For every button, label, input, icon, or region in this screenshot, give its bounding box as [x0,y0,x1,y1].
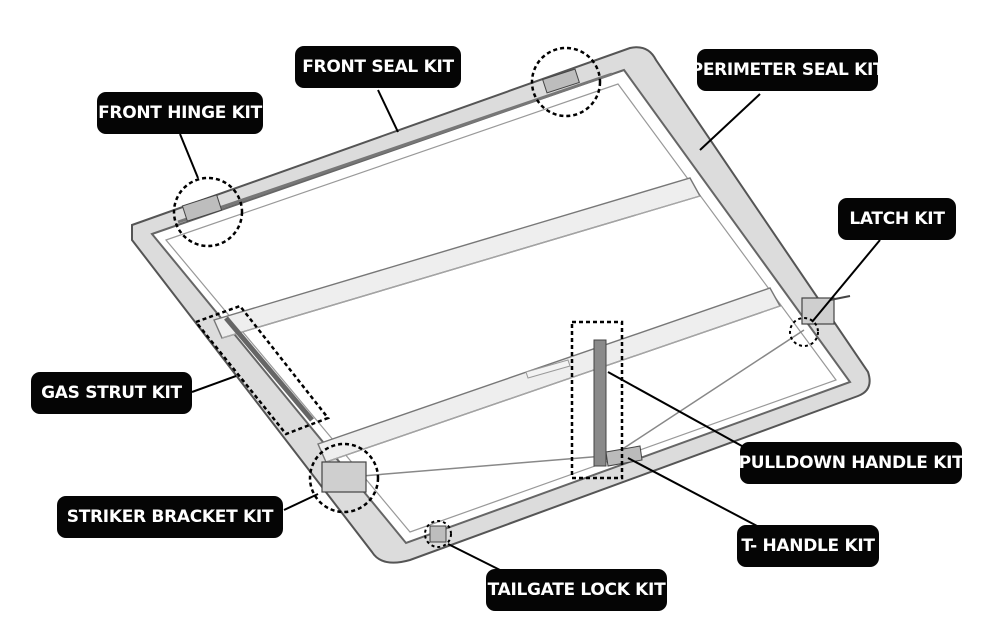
front-right-hinge-circle [530,46,602,118]
gas-strut-kit-label: GAS STRUT KIT [31,372,192,414]
leader-pulldown-handle [607,371,761,457]
front-right-hinge-hardware [542,68,580,94]
cable-left [361,455,605,477]
latch-circle [789,317,819,347]
leader-t-handle [627,457,777,537]
inner-rail [164,83,837,533]
leader-front-seal [377,89,399,133]
front-hinge-hardware [181,194,223,222]
cross-bow-rear-edge [325,305,781,463]
perimeter-seal-kit-label: PERIMETER SEAL KIT [691,49,885,91]
pulldown-handle-bar [593,339,607,467]
center-plate [525,359,571,379]
t-handle-kit-label: T- HANDLE KIT [737,525,879,567]
leader-striker [283,493,319,511]
pulldown-handle-kit-label: PULLDOWN HANDLE KIT [739,442,964,484]
cross-bow-front-edge [221,195,701,339]
latch-kit-label: LATCH KIT [838,198,956,240]
front-seal-strip [177,72,613,224]
gas-strut-arm [224,316,314,422]
leader-latch [811,239,881,323]
striker-circle [308,442,380,514]
latch-hardware [801,295,851,325]
front-seal-kit-label: FRONT SEAL KIT [295,46,461,88]
leader-perimeter-seal [699,93,761,151]
striker-hardware [321,461,367,493]
striker-bracket-kit-label: STRIKER BRACKET KIT [57,496,283,538]
gas-strut-dashed-box [193,304,331,436]
cable-right [617,329,805,453]
front-hinge-kit-label: FRONT HINGE KIT [97,92,263,134]
tailgate-lock-kit-label: TAILGATE LOCK KIT [486,569,667,611]
front-hinge-circle [172,176,244,248]
tailgate-lock-hardware [429,525,447,543]
tailgate-lock-circle [424,520,452,548]
leader-gas-strut [191,375,237,393]
leader-front-hinge [179,133,199,179]
pulldown-handle-dashed-box [570,320,624,480]
